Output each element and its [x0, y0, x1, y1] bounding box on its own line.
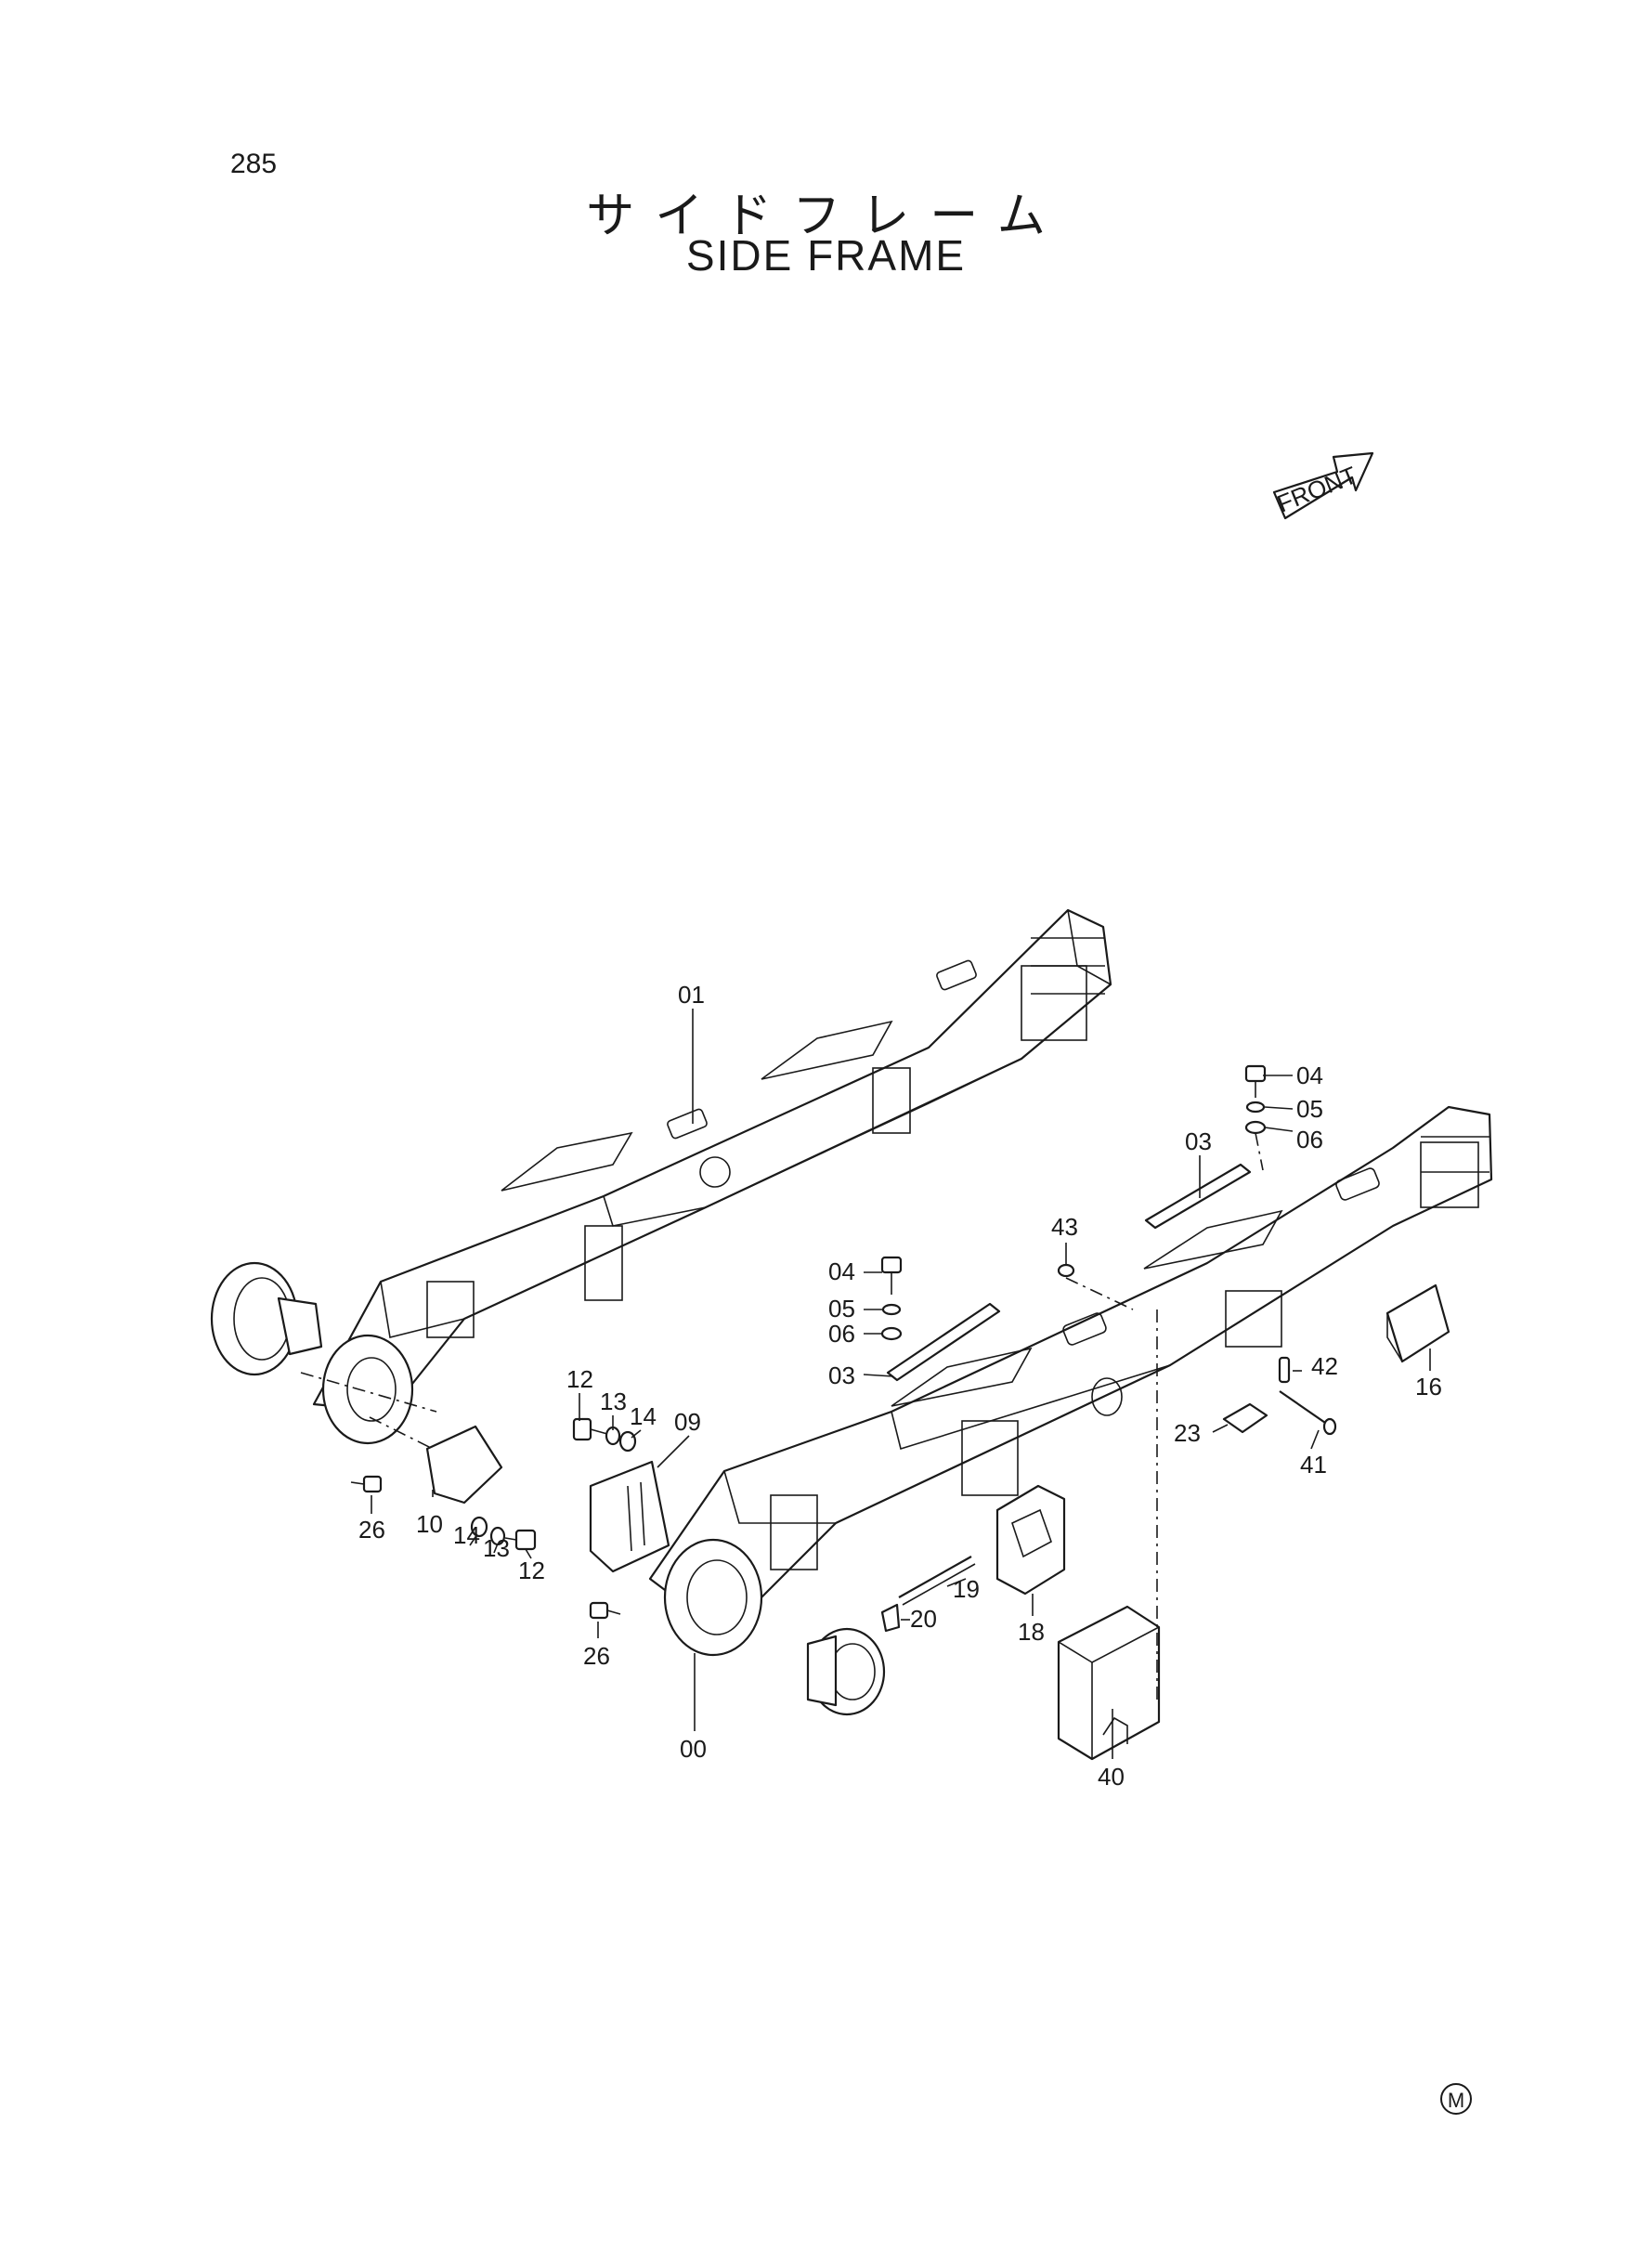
guide-plates — [589, 1460, 670, 1573]
callout-19: 19 — [953, 1575, 980, 1603]
callout-05-upper: 05 — [1296, 1095, 1323, 1123]
m-mark: M — [1440, 2083, 1472, 2115]
callout-03-middle: 03 — [828, 1362, 855, 1389]
callout-10: 10 — [416, 1510, 443, 1538]
callout-09: 09 — [674, 1408, 701, 1436]
callout-12-upper: 12 — [566, 1365, 593, 1393]
callout-labels: 01 03 04 05 06 43 04 05 06 03 42 16 23 4… — [358, 981, 1442, 1791]
callout-00: 00 — [680, 1735, 707, 1763]
callout-13-lower: 13 — [483, 1534, 510, 1562]
title-japanese: サイドフレーム — [586, 189, 1066, 244]
pin-19-clip-20 — [880, 1556, 976, 1633]
leader-lines — [371, 1009, 1431, 1759]
callout-14-upper: 14 — [630, 1402, 657, 1430]
side-frame-lower — [648, 1105, 1493, 1657]
front-arrow: FRONT — [1272, 451, 1374, 520]
pad-16 — [1385, 1283, 1450, 1363]
fasteners-middle — [880, 1256, 1075, 1382]
callout-04-middle: 04 — [828, 1257, 855, 1285]
callout-06-upper: 06 — [1296, 1126, 1323, 1153]
callout-42: 42 — [1311, 1352, 1338, 1380]
callout-26-right: 26 — [583, 1642, 610, 1670]
block-40 — [1057, 1605, 1161, 1761]
fasteners-upper-right — [1144, 1064, 1267, 1230]
guide-line-43 — [1065, 1277, 1134, 1310]
callout-03-upper: 03 — [1185, 1127, 1212, 1155]
callout-16: 16 — [1415, 1373, 1442, 1401]
fasteners-left — [350, 1417, 637, 1620]
callout-05-middle: 05 — [828, 1295, 855, 1322]
callout-04-upper: 04 — [1296, 1062, 1323, 1089]
title-english: SIDE FRAME — [685, 231, 967, 280]
side-frame-upper — [312, 908, 1112, 1414]
travel-motor-lower — [806, 1627, 886, 1716]
callout-26-left: 26 — [358, 1516, 385, 1544]
callout-18: 18 — [1018, 1618, 1045, 1646]
callout-20: 20 — [910, 1605, 937, 1633]
callout-23: 23 — [1174, 1419, 1201, 1447]
callout-41: 41 — [1300, 1451, 1327, 1479]
callout-01: 01 — [678, 981, 705, 1009]
callout-12-lower: 12 — [518, 1557, 545, 1584]
guide-line-upper-bolt — [1255, 1132, 1264, 1171]
callout-43: 43 — [1051, 1213, 1078, 1241]
callout-40: 40 — [1098, 1763, 1125, 1791]
callout-13-upper: 13 — [600, 1388, 627, 1415]
callout-14-lower: 14 — [453, 1521, 480, 1549]
callout-06-middle: 06 — [828, 1320, 855, 1348]
front-label: FRONT — [1273, 461, 1360, 517]
idler-assembly-upper — [210, 1261, 503, 1505]
pins-41-42-and-piece-23 — [1222, 1356, 1337, 1436]
block-18 — [995, 1484, 1066, 1596]
m-mark-text: M — [1448, 2089, 1464, 2112]
page-number: 285 — [230, 149, 278, 179]
